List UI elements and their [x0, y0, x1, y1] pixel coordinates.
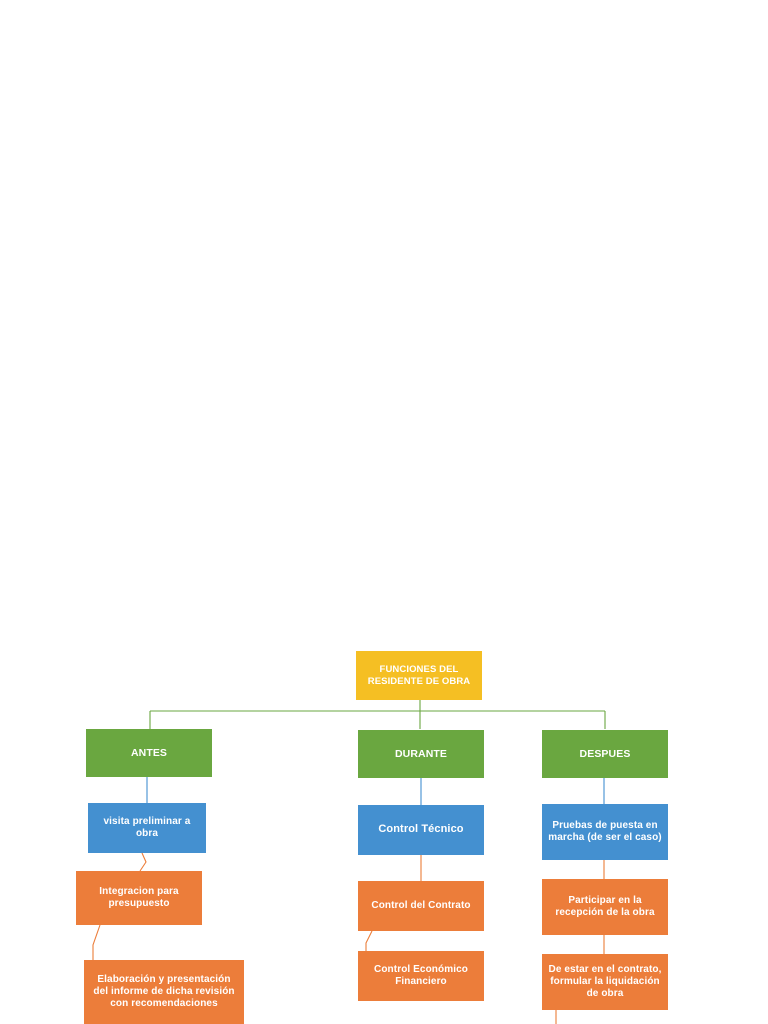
node-antes-step-3[interactable]: Elaboración y presentación del informe d… — [84, 960, 244, 1024]
node-phase-despues[interactable]: DESPUES — [542, 730, 668, 778]
node-phase-antes[interactable]: ANTES — [86, 729, 212, 777]
node-durante-step-1[interactable]: Control Técnico — [358, 805, 484, 855]
node-despues-step-2[interactable]: Participar en la recepción de la obra — [542, 879, 668, 935]
node-antes-step-2[interactable]: Integracion para presupuesto — [76, 871, 202, 925]
node-durante-step-2[interactable]: Control del Contrato — [358, 881, 484, 931]
node-antes-step-1[interactable]: visita preliminar a obra — [88, 803, 206, 853]
node-despues-step-1[interactable]: Pruebas de puesta en marcha (de ser el c… — [542, 804, 668, 860]
node-phase-durante[interactable]: DURANTE — [358, 730, 484, 778]
node-despues-step-3[interactable]: De estar en el contrato, formular la liq… — [542, 954, 668, 1010]
node-durante-step-3[interactable]: Control Económico Financiero — [358, 951, 484, 1001]
node-root-funciones[interactable]: FUNCIONES DEL RESIDENTE DE OBRA — [356, 651, 482, 700]
